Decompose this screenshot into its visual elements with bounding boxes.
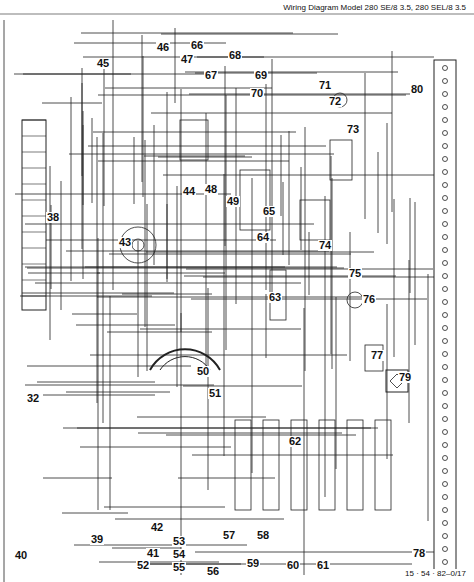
callout-number: 43 — [118, 237, 132, 248]
callout-number: 71 — [318, 80, 332, 91]
callout-number: 48 — [204, 184, 218, 195]
callout-number: 66 — [190, 40, 204, 51]
callout-number: 50 — [196, 366, 210, 377]
callout-number: 41 — [146, 548, 160, 559]
page-number: 15 · 54 · 82–0/17 — [403, 569, 468, 578]
callout-number: 62 — [288, 436, 302, 447]
callout-number: 51 — [208, 388, 222, 399]
callout-number: 77 — [370, 350, 384, 361]
callout-number: 78 — [412, 548, 426, 559]
callout-number: 69 — [254, 70, 268, 81]
callout-number: 54 — [172, 549, 186, 560]
callout-number: 74 — [318, 240, 332, 251]
callout-number: 32 — [26, 393, 40, 404]
callout-number: 46 — [156, 42, 170, 53]
callout-number: 44 — [182, 186, 196, 197]
callout-number: 47 — [180, 54, 194, 65]
callout-number: 56 — [206, 566, 220, 577]
callout-number: 65 — [262, 206, 276, 217]
callout-number: 45 — [96, 58, 110, 69]
callout-number: 49 — [226, 196, 240, 207]
callout-number: 67 — [204, 70, 218, 81]
callout-number: 76 — [362, 294, 376, 305]
callout-number: 57 — [222, 530, 236, 541]
callout-number: 42 — [150, 522, 164, 533]
callout-number: 38 — [46, 212, 60, 223]
callout-number: 61 — [316, 560, 330, 571]
callout-number: 58 — [256, 530, 270, 541]
callout-number: 63 — [268, 292, 282, 303]
callout-number: 52 — [136, 560, 150, 571]
callout-number: 53 — [172, 536, 186, 547]
callout-number: 73 — [346, 124, 360, 135]
diagram-title: Wiring Diagram Model 280 SE/8 3.5, 280 S… — [281, 3, 468, 12]
callout-number: 59 — [246, 558, 260, 569]
callout-number: 70 — [250, 88, 264, 99]
callout-number: 68 — [228, 50, 242, 61]
callout-number: 75 — [348, 268, 362, 279]
callout-number: 80 — [410, 84, 424, 95]
callout-number: 39 — [90, 534, 104, 545]
callout-number: 79 — [398, 372, 412, 383]
callout-number: 60 — [286, 560, 300, 571]
callout-number: 55 — [172, 562, 186, 573]
callout-number: 72 — [328, 96, 342, 107]
callout-number: 64 — [256, 232, 270, 243]
callout-number: 40 — [14, 550, 28, 561]
